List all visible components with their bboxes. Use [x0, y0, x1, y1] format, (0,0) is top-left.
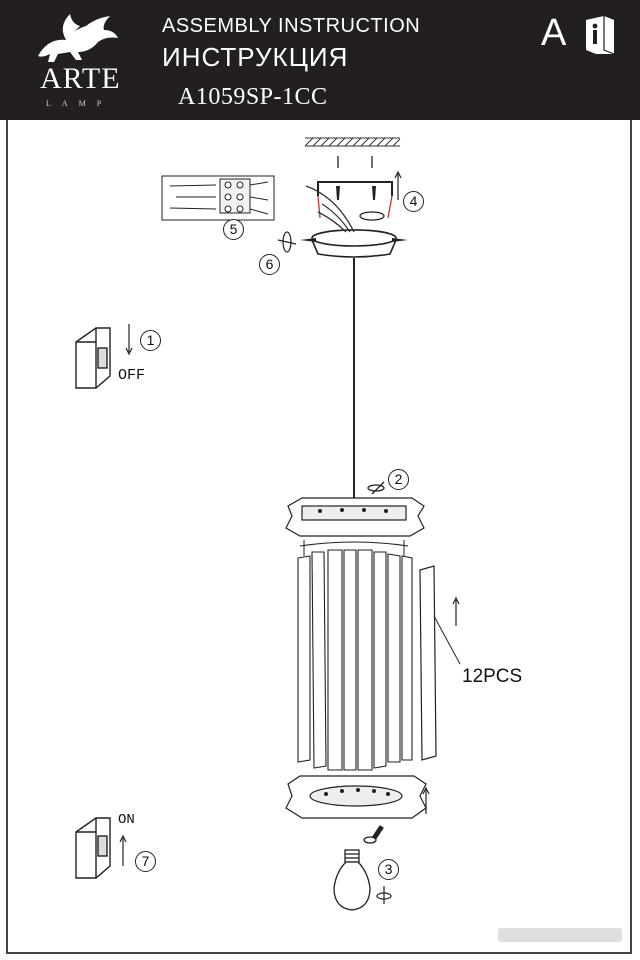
mounting-screw-icon — [367, 481, 385, 495]
leader-line — [433, 615, 461, 665]
brand-subtitle: LAMP — [46, 99, 113, 108]
arrow-up-on-icon — [119, 834, 127, 866]
title-english: ASSEMBLY INSTRUCTION — [162, 15, 421, 37]
title-russian: ИНСТРУКЦИЯ — [162, 42, 349, 72]
cap-nut-icon — [277, 231, 297, 253]
ceiling-canopy — [311, 229, 397, 258]
step-2-marker: 2 — [388, 469, 409, 490]
arrow-down-icon — [125, 324, 133, 356]
wall-anchor-icon — [337, 156, 373, 168]
step-6-marker: 6 — [259, 254, 280, 275]
switch-off-icon — [75, 327, 111, 389]
step-4-marker: 4 — [403, 191, 424, 212]
crystal-prisms — [297, 549, 413, 771]
brand-logo: ARTE LAMP — [18, 8, 128, 116]
lower-ring-bolt-icon — [324, 788, 390, 796]
step-7-marker: 7 — [135, 851, 156, 872]
upper-crystal-ring — [285, 497, 425, 537]
lower-crystal-ring — [285, 775, 427, 819]
watermark — [498, 928, 622, 942]
arrow-up-icon — [394, 170, 402, 200]
light-bulb-icon — [333, 849, 371, 911]
canopy-screw-icon — [300, 238, 408, 242]
off-label: OFF — [118, 367, 146, 384]
switch-on-icon — [75, 817, 111, 879]
wire-bundle — [305, 185, 355, 233]
inner-frame — [299, 540, 409, 556]
step-1-marker: 1 — [140, 330, 161, 351]
pieces-count: 12PCS — [462, 666, 523, 687]
step-3-marker: 3 — [378, 859, 399, 880]
ring-bolt-icon — [318, 508, 388, 513]
ring-arrow-icon — [422, 786, 430, 814]
single-prism — [419, 565, 437, 761]
info-book-icon — [586, 16, 615, 55]
bottom-screw-icon — [363, 825, 384, 844]
language-letter: A — [541, 12, 567, 54]
mounting-bracket — [317, 181, 393, 196]
diagram-frame — [6, 120, 632, 954]
terminal-block-icon — [161, 175, 275, 221]
griffin-icon — [38, 14, 118, 62]
prism-arrow-icon — [452, 596, 460, 626]
bulb-nut-icon — [376, 886, 392, 904]
step-5-marker: 5 — [223, 219, 244, 240]
bracket-screw-icon — [336, 186, 376, 200]
ceiling-hatch — [304, 137, 401, 147]
header-bar: ARTE LAMP ASSEMBLY INSTRUCTION ИНСТРУКЦИ… — [0, 0, 640, 120]
canopy-wires — [317, 195, 393, 219]
model-number: A1059SP-1CC — [178, 84, 328, 110]
brand-name: ARTE — [40, 62, 121, 95]
on-label: ON — [118, 812, 135, 828]
mounting-nut-icon — [359, 211, 385, 221]
